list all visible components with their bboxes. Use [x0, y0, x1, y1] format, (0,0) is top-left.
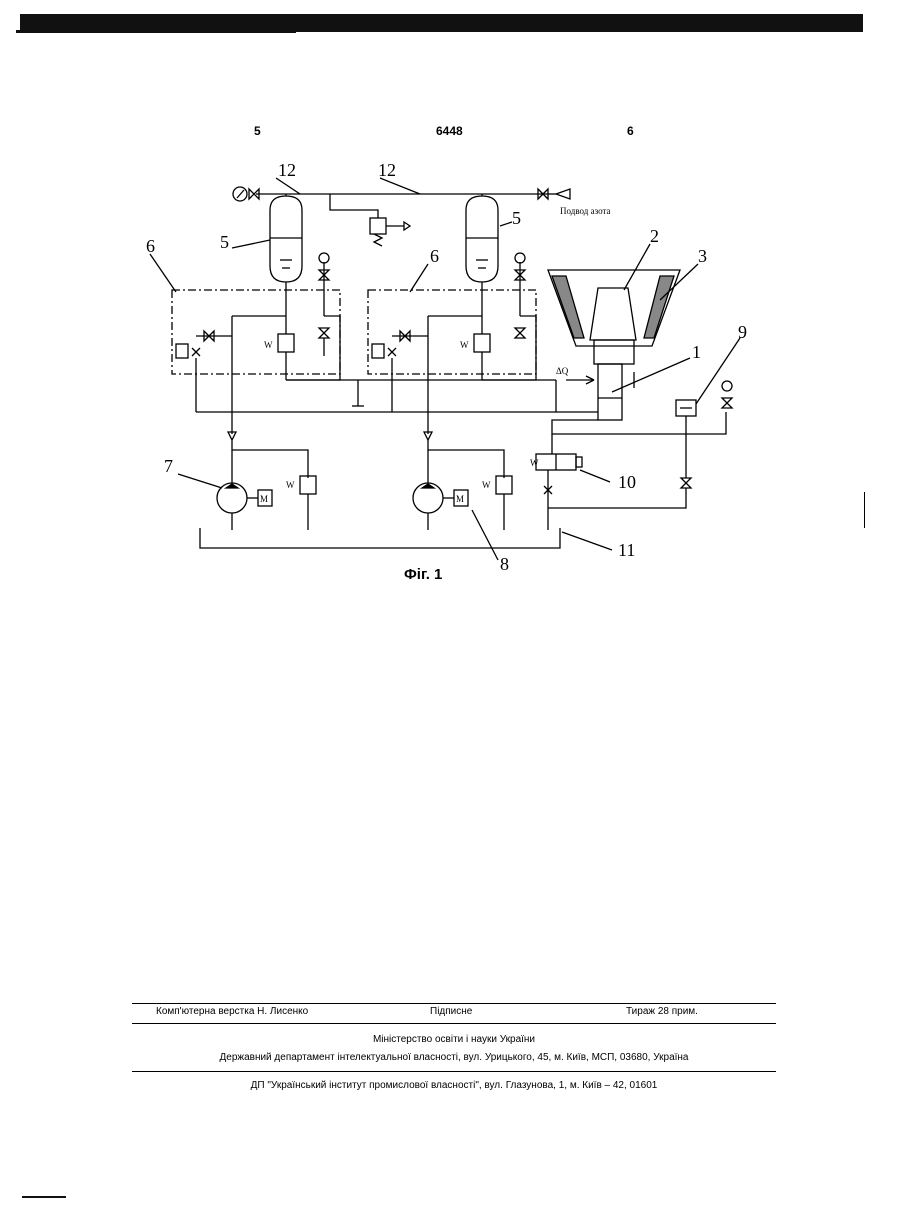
- pressure-gauge-icon: [515, 253, 525, 263]
- institute-line: ДП "Український інститут промислової вла…: [132, 1080, 776, 1091]
- footer-rule-middle: [132, 1023, 776, 1024]
- label-8: 8: [500, 554, 509, 574]
- spring-label: W: [460, 340, 469, 350]
- spring-label: W: [482, 480, 491, 490]
- figure-caption: Фіг. 1: [404, 566, 442, 583]
- spring-label: W: [264, 340, 273, 350]
- crusher-cone: [548, 270, 680, 420]
- scan-artifact-line: [864, 492, 865, 528]
- circulation-label: Тираж 28 прим.: [626, 1006, 698, 1017]
- control-block-left: [172, 290, 340, 374]
- valve-icon: [319, 328, 329, 338]
- label-2: 2: [650, 226, 659, 246]
- spring-label: W: [530, 458, 539, 468]
- nitrogen-inlet-icon: [556, 189, 570, 199]
- label-5-right: 5: [512, 208, 521, 228]
- signed-label: Підписне: [430, 1006, 472, 1017]
- accumulator-right: [466, 194, 498, 282]
- relief-valve-icon: [370, 218, 386, 234]
- relief-valve-icon: [278, 334, 294, 352]
- label-12-right: 12: [378, 160, 396, 180]
- footer-rule-bottom: [132, 1071, 776, 1072]
- label-6-left: 6: [146, 236, 155, 256]
- label-11: 11: [618, 540, 635, 560]
- pressure-gauge-icon: [319, 253, 329, 263]
- label-12-left: 12: [278, 160, 296, 180]
- footer-rule-top: [132, 1003, 776, 1004]
- motor-label-left: M: [260, 494, 268, 504]
- valve-icon: [515, 328, 525, 338]
- control-block-right: [368, 290, 536, 374]
- label-7: 7: [164, 456, 173, 476]
- accumulator-left: [270, 194, 302, 282]
- hydraulic-cylinder: [598, 364, 622, 420]
- oil-tank: [200, 528, 560, 548]
- pressure-gauge-icon: [722, 381, 732, 391]
- bottom-corner-mark: [22, 1196, 66, 1198]
- nitrogen-supply-label: Подвод азота: [560, 206, 611, 216]
- label-3: 3: [698, 246, 707, 266]
- label-6-right: 6: [430, 246, 439, 266]
- hydraulic-schematic-figure: 12 12 5 5 6 6 2 3 1 9 7 10 11 8 Подвод а…: [0, 0, 900, 600]
- layout-credit: Комп'ютерна верстка Н. Лисенко: [156, 1006, 308, 1017]
- gap-delta-label: ΔQ: [556, 366, 569, 376]
- ministry-line: Міністерство освіти і науки України: [132, 1034, 776, 1045]
- label-1: 1: [692, 342, 701, 362]
- label-10: 10: [618, 472, 636, 492]
- valve-icon: [681, 478, 691, 488]
- spring-label: W: [286, 480, 295, 490]
- motor-label-right: M: [456, 494, 464, 504]
- label-9: 9: [738, 322, 747, 342]
- relief-valve-icon: [474, 334, 490, 352]
- label-5-left: 5: [220, 232, 229, 252]
- department-line: Державний департамент інтелектуальної вл…: [132, 1052, 776, 1063]
